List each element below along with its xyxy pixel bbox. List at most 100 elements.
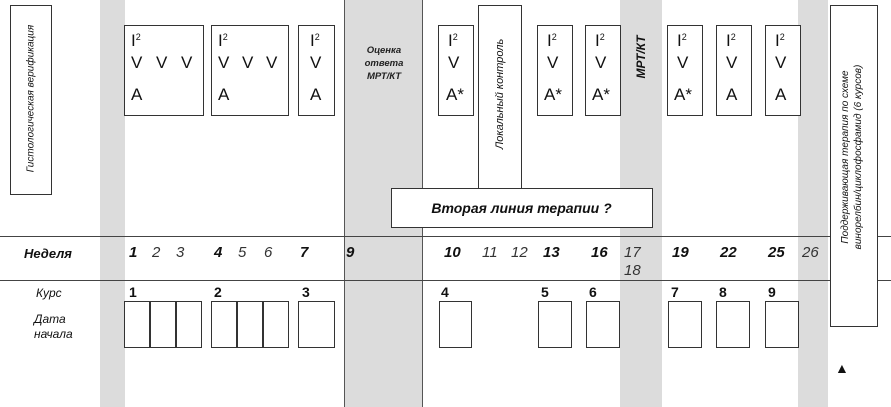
histology-box: Гистологическая верификация — [10, 5, 52, 195]
drug-i2: I2 — [547, 31, 557, 50]
week-number: 17 — [624, 244, 641, 261]
drug-v: V — [547, 53, 559, 72]
drug-v: V — [310, 53, 322, 72]
drug-v: V — [726, 53, 738, 72]
start-date-box — [263, 301, 289, 348]
week-number: 2 — [152, 244, 161, 261]
start-date-box — [716, 301, 750, 348]
drug-v: V — [775, 53, 787, 72]
drug-v: V — [448, 53, 460, 72]
course-number: 4 — [441, 284, 449, 300]
drug-a: A — [218, 85, 230, 104]
drug-group-box — [124, 25, 204, 116]
course-number: 9 — [768, 284, 776, 300]
start-date-box — [150, 301, 176, 348]
triangle-icon: ▲ — [835, 360, 849, 376]
drug-i2: I2 — [310, 31, 320, 50]
week-number: 4 — [214, 244, 223, 261]
maintenance-label: Поддерживающая терапия по схеме винорелб… — [840, 64, 864, 250]
start-date-box — [765, 301, 799, 348]
start-date-box — [124, 301, 150, 348]
drug-group-box — [438, 25, 474, 116]
week-number: 19 — [672, 244, 689, 261]
week-number: 3 — [176, 244, 185, 261]
drug-a-star: A* — [592, 85, 610, 104]
drug-a: A — [131, 85, 143, 104]
drug-a-star: A* — [544, 85, 562, 104]
start-date-box — [538, 301, 572, 348]
drug-v: V — [266, 53, 278, 72]
week-number: 12 — [511, 244, 528, 261]
second-line-label: Вторая линия терапии ? — [431, 200, 612, 216]
drug-v: V — [595, 53, 607, 72]
drug-group-box — [298, 25, 335, 116]
week-number: 9 — [346, 244, 355, 261]
drug-v: V — [242, 53, 254, 72]
drug-group-box — [211, 25, 289, 116]
start-date-box — [298, 301, 335, 348]
course-number: 7 — [671, 284, 679, 300]
local-control-label: Локальный контроль — [494, 38, 506, 150]
divider — [344, 0, 345, 407]
week-number: 25 — [768, 244, 785, 261]
mri-evaluation-label: Оценка ответа МРТ/КТ — [364, 45, 404, 82]
second-line-box: Вторая линия терапии ? — [391, 188, 653, 228]
drug-i2: I2 — [595, 31, 605, 50]
course-number: 6 — [589, 284, 597, 300]
course-number: 5 — [541, 284, 549, 300]
drug-group-box — [667, 25, 703, 116]
week-number: 26 — [802, 244, 819, 261]
drug-i2: I2 — [775, 31, 785, 50]
drug-v: V — [181, 53, 193, 72]
drug-v: V — [156, 53, 168, 72]
drug-i2: I2 — [726, 31, 736, 50]
course-number: 2 — [214, 284, 222, 300]
drug-group-box — [585, 25, 621, 116]
week-number: 22 — [720, 244, 737, 261]
start-date-box — [439, 301, 472, 348]
start-date-label: Дата начала — [34, 312, 73, 341]
course-number: 3 — [302, 284, 310, 300]
week-number: 7 — [300, 244, 309, 261]
divider — [0, 236, 891, 237]
drug-a-star: A* — [674, 85, 692, 104]
start-date-box — [668, 301, 702, 348]
start-date-box — [586, 301, 620, 348]
week-number: 6 — [264, 244, 273, 261]
histology-label: Гистологическая верификация — [25, 24, 37, 173]
week-number: 11 — [482, 244, 498, 261]
week-number: 13 — [543, 244, 560, 261]
start-date-box — [237, 301, 263, 348]
mri-ct-label: МРТ/КТ — [634, 35, 648, 79]
drug-a: A — [310, 85, 322, 104]
drug-v: V — [131, 53, 143, 72]
shaded-column — [100, 0, 125, 407]
drug-i2: I2 — [677, 31, 687, 50]
week-number: 1 — [129, 244, 138, 261]
course-number: 1 — [129, 284, 137, 300]
shaded-column — [798, 0, 828, 407]
start-date-box — [211, 301, 237, 348]
local-control-box: Локальный контроль — [478, 5, 522, 190]
drug-i2: I2 — [448, 31, 458, 50]
start-date-box — [176, 301, 202, 348]
course-number: 8 — [719, 284, 727, 300]
drug-i2: I2 — [218, 31, 228, 50]
week-number: 16 — [591, 244, 608, 261]
week-number: 18 — [624, 262, 641, 279]
drug-v: V — [677, 53, 689, 72]
drug-group-box — [765, 25, 801, 116]
drug-a: A — [775, 85, 787, 104]
week-number: 10 — [444, 244, 461, 261]
course-label: Курс — [36, 286, 62, 300]
drug-v: V — [218, 53, 230, 72]
drug-i2: I2 — [131, 31, 141, 50]
drug-a: A — [726, 85, 738, 104]
maintenance-box: Поддерживающая терапия по схеме винорелб… — [830, 5, 878, 327]
drug-group-box — [537, 25, 573, 116]
week-number: 5 — [238, 244, 247, 261]
drug-a-star: A* — [446, 85, 464, 104]
divider — [0, 280, 891, 281]
week-label: Неделя — [24, 246, 72, 261]
drug-group-box — [716, 25, 752, 116]
